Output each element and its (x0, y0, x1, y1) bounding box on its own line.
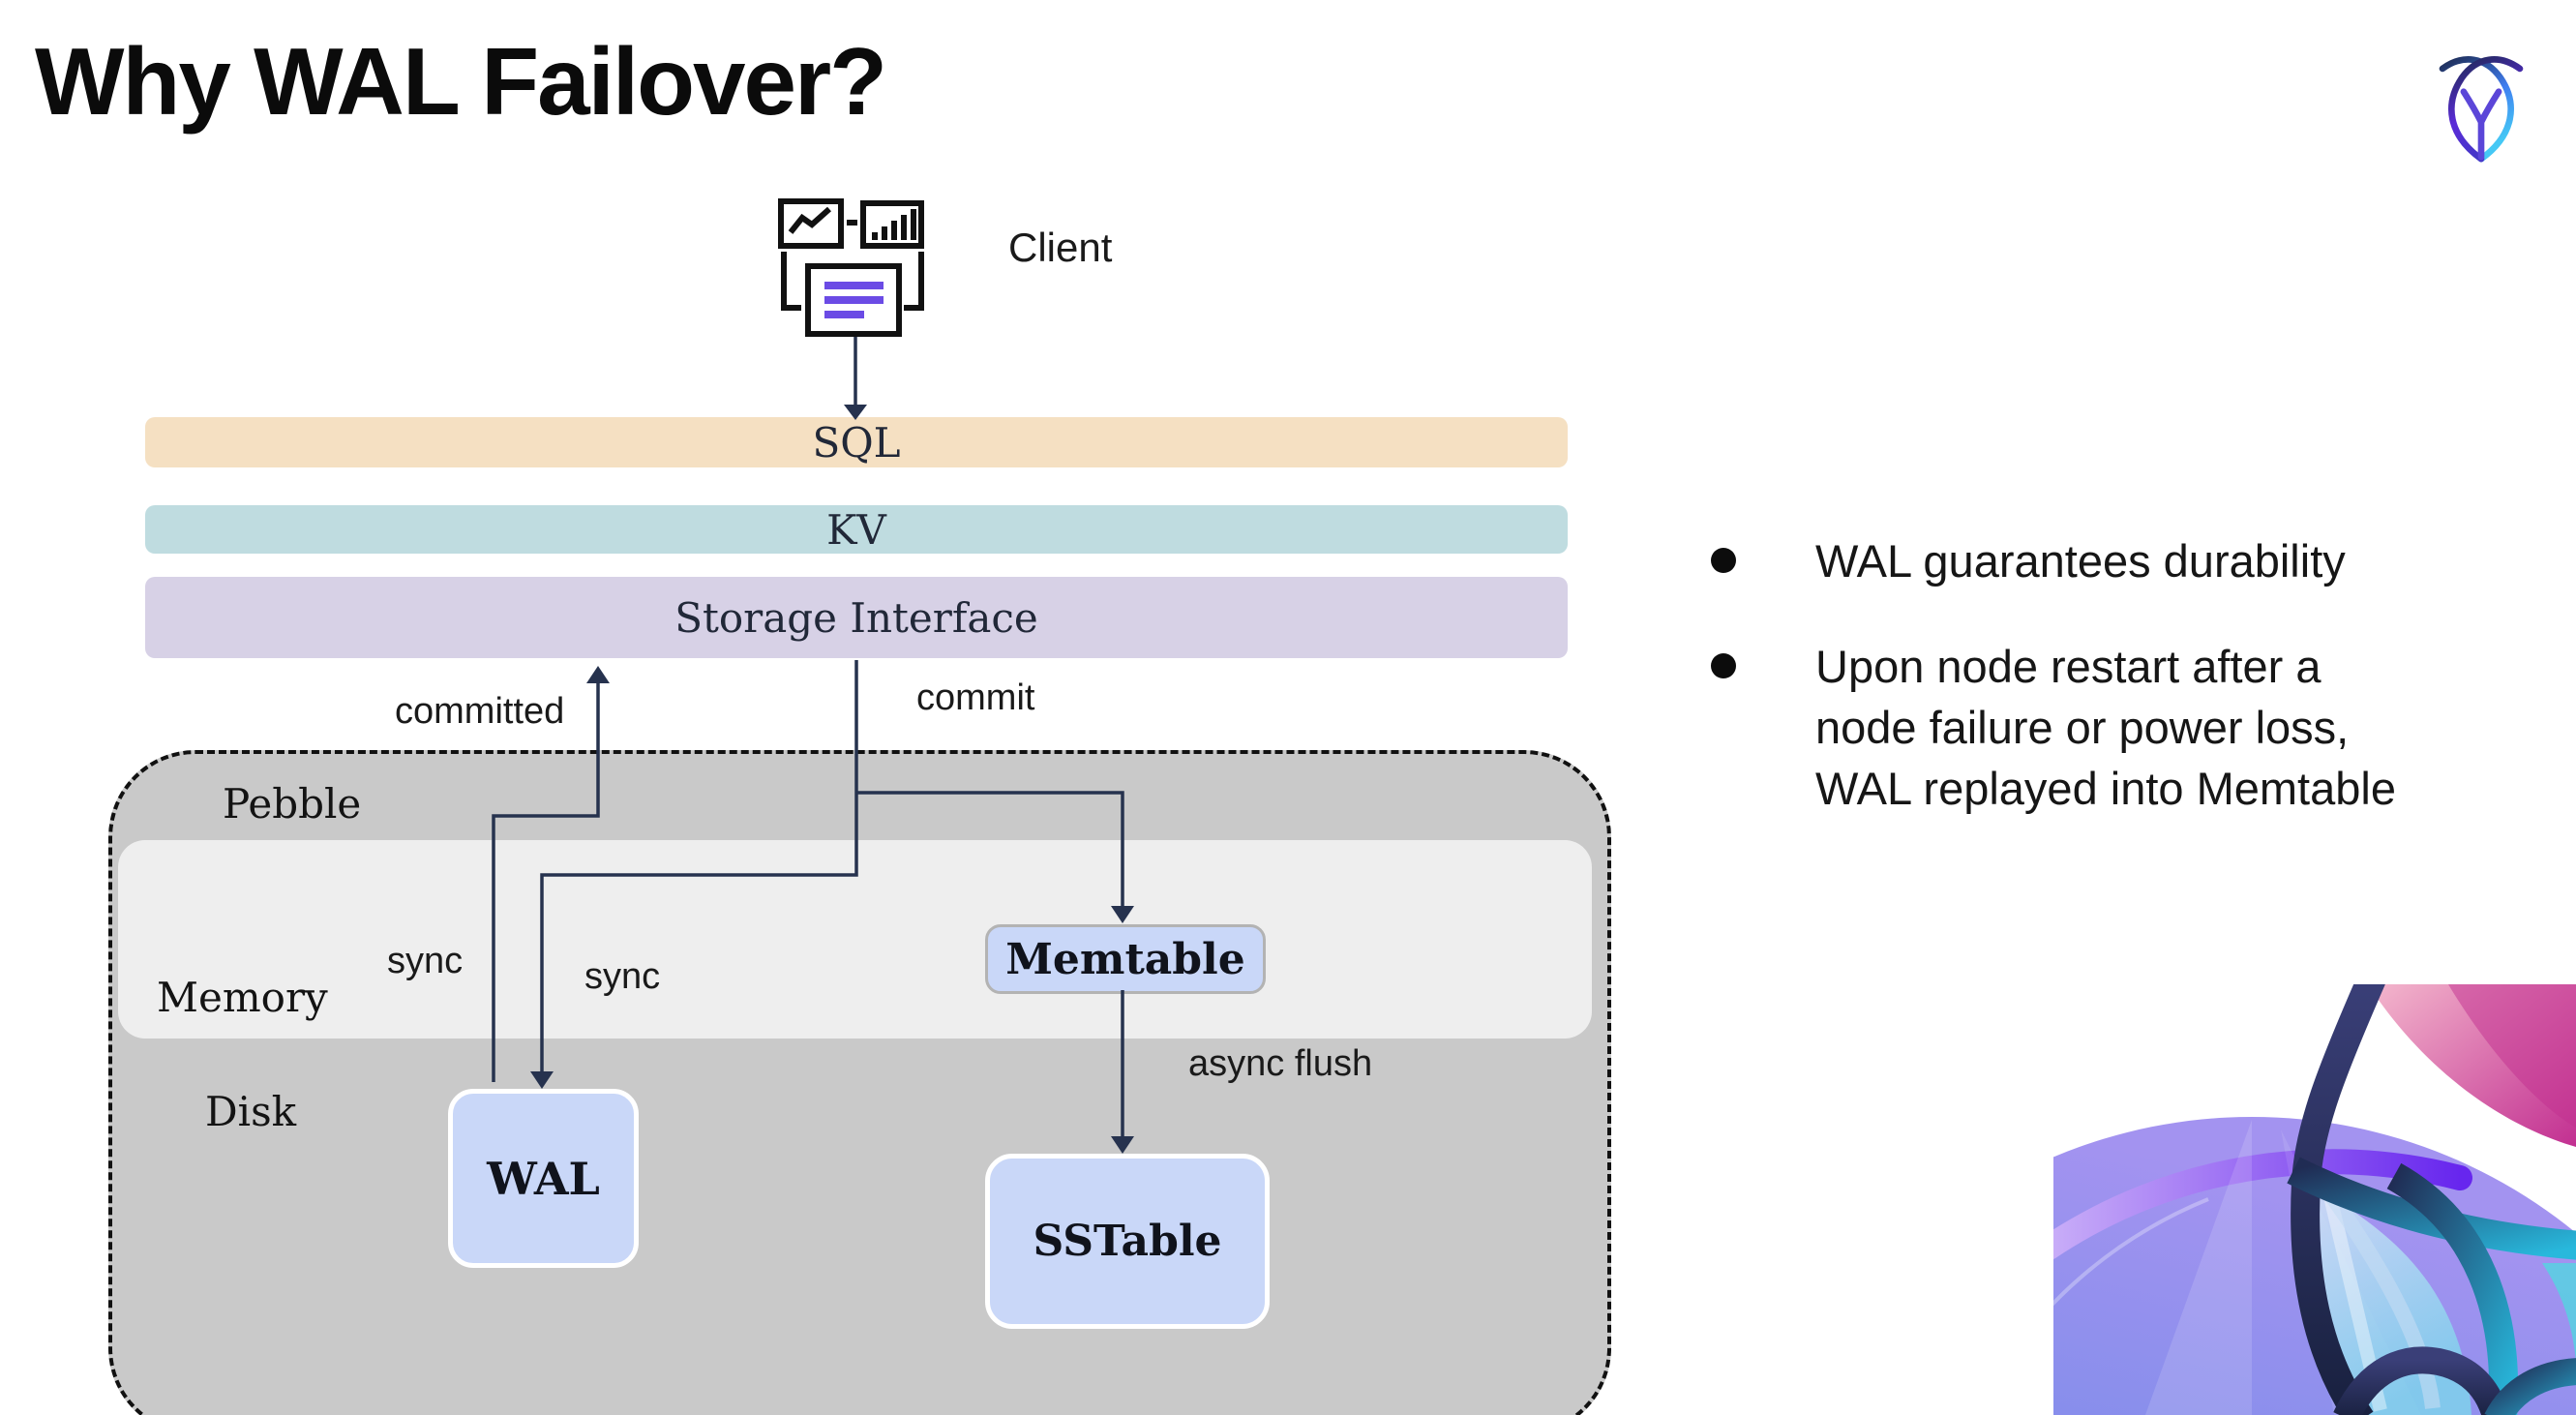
memtable-box-label: Memtable (1005, 934, 1245, 984)
cockroachdb-logo-icon (2435, 48, 2528, 163)
edge-label-committed: committed (395, 691, 565, 732)
layer-bar-sql: SQL (145, 417, 1568, 467)
client-label: Client (1008, 225, 1113, 270)
layer-bar-kv: KV (145, 505, 1568, 554)
bullet-list: WAL guarantees durability Upon node rest… (1711, 530, 2504, 863)
bullet-text: WAL guarantees durability (1815, 535, 2346, 587)
bullet-text: Upon node restart after a node failure o… (1815, 641, 2396, 814)
edge-label-sync-right: sync (584, 956, 661, 997)
wal-box-label: WAL (487, 1152, 600, 1205)
bullet-dot-icon (1711, 548, 1736, 573)
page-title: Why WAL Failover? (35, 28, 887, 135)
edge-label-sync-left: sync (387, 941, 464, 981)
layer-bar-sql-label: SQL (812, 418, 901, 467)
layer-bar-storage-interface: Storage Interface (145, 577, 1568, 658)
pebble-label: Pebble (223, 780, 362, 828)
layer-bar-kv-label: KV (826, 505, 886, 554)
bullet-dot-icon (1711, 653, 1736, 678)
memory-label: Memory (157, 974, 328, 1021)
memory-band (118, 840, 1592, 1039)
sstable-box-label: SSTable (1033, 1217, 1222, 1266)
layer-bar-storage-label: Storage Interface (674, 593, 1038, 642)
wal-box: WAL (448, 1089, 639, 1268)
disk-label: Disk (205, 1088, 297, 1135)
bullet-item: Upon node restart after a node failure o… (1711, 636, 2504, 819)
edge-label-async-flush: async flush (1188, 1043, 1373, 1084)
client-devices-icon (769, 194, 934, 339)
sstable-box: SSTable (985, 1154, 1270, 1329)
memtable-box: Memtable (985, 924, 1266, 994)
brand-art-graphic (2053, 984, 2576, 1415)
edge-label-commit: commit (916, 677, 1035, 718)
bullet-item: WAL guarantees durability (1711, 530, 2504, 591)
